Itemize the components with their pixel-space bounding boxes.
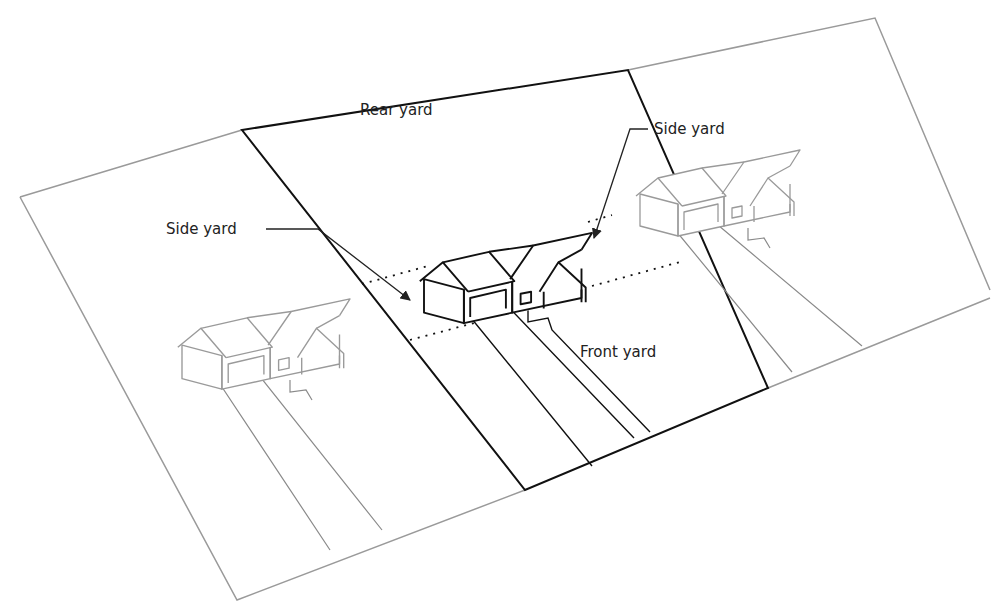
yard-label: Side yard bbox=[166, 220, 237, 238]
driveway bbox=[212, 220, 862, 550]
setback-line bbox=[362, 215, 680, 340]
yard-label: Rear yard bbox=[360, 101, 433, 119]
leader-line bbox=[266, 129, 648, 300]
houses bbox=[178, 150, 800, 389]
house-drawing bbox=[636, 150, 800, 236]
yard-label: Front yard bbox=[580, 343, 656, 361]
lot-boundary bbox=[242, 70, 768, 490]
driveway bbox=[458, 294, 650, 466]
block-outline bbox=[20, 18, 990, 600]
house-drawing bbox=[178, 299, 350, 389]
house-drawing bbox=[420, 233, 592, 323]
yard-label: Side yard bbox=[654, 120, 725, 138]
